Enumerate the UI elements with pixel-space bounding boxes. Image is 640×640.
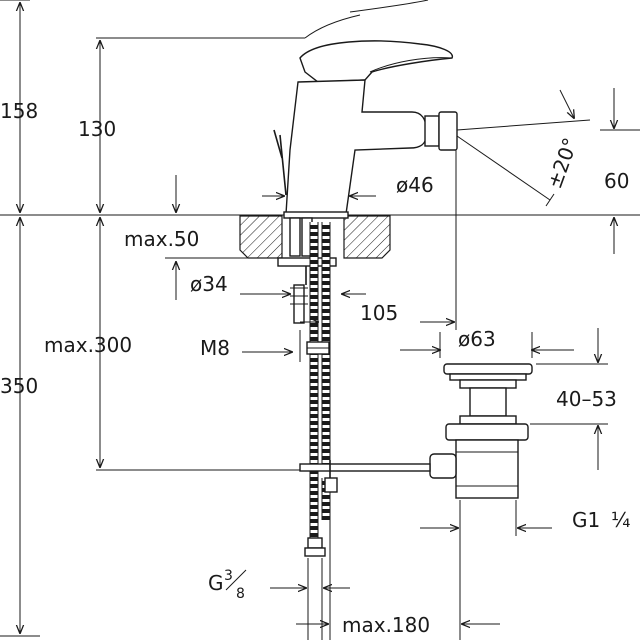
dimension-dia63: ø63 [400,327,574,358]
dimension-max300: max.300 [44,218,132,467]
label-105: 105 [360,301,398,325]
label-130: 130 [78,117,116,141]
label-dia63: ø63 [458,327,496,351]
label-60: 60 [604,169,629,193]
label-max180: max.180 [342,613,430,637]
dimension-130: 130 [78,41,116,212]
dimension-105: 105 [300,150,457,330]
pop-up-waste [299,363,533,499]
label-158: 158 [0,99,38,123]
dimension-158: 158 [0,3,38,212]
dimension-40-53: 40–53 [530,328,617,470]
dimension-dia46: ø46 [262,173,434,197]
flex-hoses [304,222,331,557]
label-m8: M8 [200,336,230,360]
label-g3-numerator: 3 [224,568,233,584]
label-max300: max.300 [44,333,132,357]
label-g3: G [208,571,224,595]
label-dia46: ø46 [396,173,434,197]
label-g1: G1 [572,508,600,532]
dimension-350: 350 [0,218,38,633]
dimension-dia34: ø34 [190,272,366,296]
mounting-assembly [277,217,337,324]
label-350: 350 [0,374,38,398]
label-g1-fraction: ¼ [611,508,630,532]
label-angle-20: ±20° [542,134,582,191]
label-dia34: ø34 [190,272,228,296]
dimension-max50: max.50 [124,175,282,300]
label-40-53: 40–53 [556,387,617,411]
dimension-g3-8: G 3 8 [208,558,350,640]
mixer-body [273,0,458,219]
dimension-m8: M8 [200,330,301,362]
dimension-max180: max.180 [296,498,500,640]
dimension-60-angle: 60 ±20° [456,88,640,254]
label-max50: max.50 [124,227,199,251]
dimension-g1-1-4: G1 ¼ [420,500,630,640]
label-g3-denominator: 8 [236,586,245,602]
